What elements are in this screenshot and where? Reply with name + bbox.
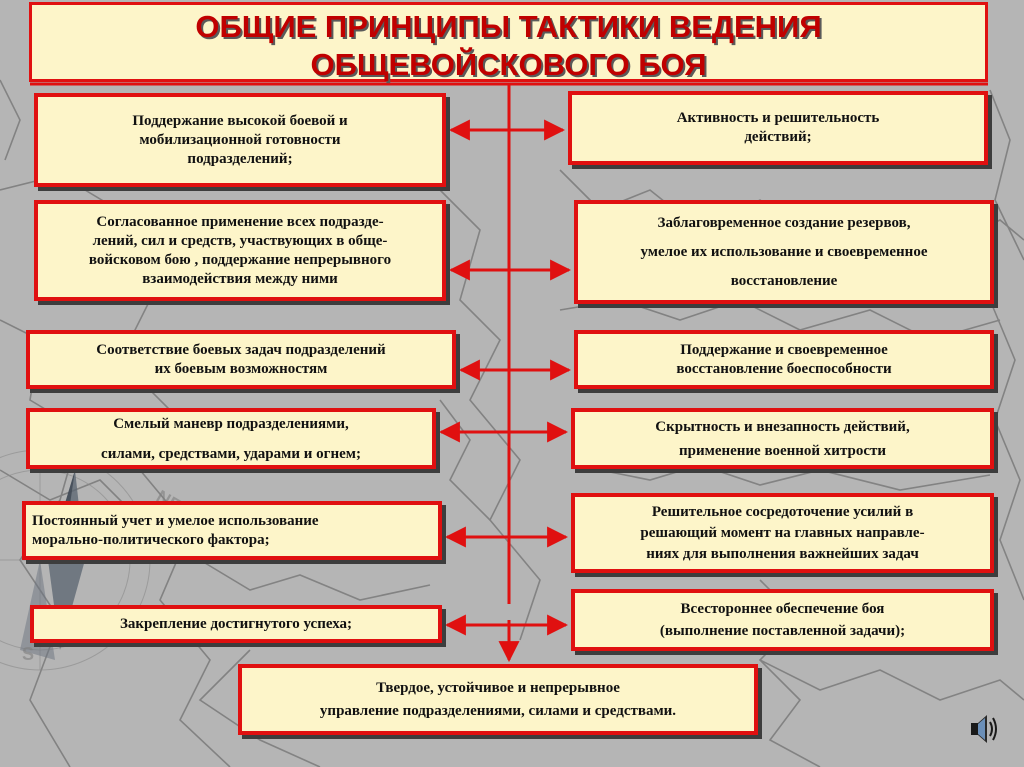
principle-box-right-4: Скрытность и внезапность действий, приме… (571, 408, 994, 469)
box-line: Всестороннее обеспечение боя (680, 601, 885, 617)
principle-box-left-3: Соответствие боевых задач подразделений … (26, 330, 456, 389)
box-line: Заблаговременное создание резервов, (657, 214, 911, 231)
box-line: взаимодействия между ними (142, 270, 338, 287)
principle-box-left-6: Закрепление достигнутого успеха; (30, 605, 442, 643)
svg-text:S: S (22, 644, 34, 664)
box-line: войсковом бою , поддержание непрерывного (88, 251, 392, 268)
principle-box-right-1: Активность и решительность действий; (568, 91, 988, 165)
box-line: Согласованное применение всех подразде- (96, 213, 384, 230)
box-line: мобилизационной готовности (139, 131, 341, 148)
speaker-icon[interactable] (968, 710, 998, 748)
title-line-1: ОБЩИЕ ПРИНЦИПЫ ТАКТИКИ ВЕДЕНИЯ (195, 9, 822, 44)
box-line: ниях для выполнения важнейших задач (646, 545, 919, 562)
principle-box-left-2: Согласованное применение всех подразде- … (34, 200, 446, 301)
box-line: Решительное сосредоточение усилий в (651, 503, 914, 520)
box-line: лений, сил и средств, участвующих в обще… (92, 232, 388, 249)
box-line: умелое их использование и своевременное (640, 243, 928, 260)
box-line: Твердое, устойчивое и непрерывное (376, 679, 620, 696)
box-line: (выполнение поставленной задачи); (659, 623, 906, 639)
box-line: решающий момент на главных направле- (640, 524, 925, 541)
box-line: Постоянный учет и умелое использование (32, 512, 319, 529)
box-line: применение военной хитрости (678, 442, 887, 459)
box-line: управление подразделениями, силами и сре… (319, 702, 677, 719)
box-line: их боевым возможностям (154, 360, 328, 377)
box-line: Соответствие боевых задач подразделений (96, 341, 386, 358)
box-line: морально-политического фактора; (32, 531, 270, 548)
box-line: Поддержание и своевременное (680, 341, 888, 358)
box-line: действий; (744, 129, 812, 145)
box-line: Поддержание высокой боевой и (132, 112, 348, 129)
principle-box-right-2: Заблаговременное создание резервов, умел… (574, 200, 994, 304)
box-line: восстановление боеспособности (676, 360, 892, 377)
principle-box-left-5: Постоянный учет и умелое использование м… (22, 501, 442, 560)
box-line: Активность и решительность (676, 110, 880, 126)
title-box: ОБЩИЕ ПРИНЦИПЫ ТАКТИКИ ВЕДЕНИЯ ОБЩЕВОЙСК… (29, 2, 988, 82)
box-line: силами, средствами, ударами и огнем; (101, 445, 361, 462)
principle-box-left-4: Смелый маневр подразделениями, силами, с… (26, 408, 436, 469)
title-line-2: ОБЩЕВОЙСКОВОГО БОЯ (310, 47, 707, 82)
box-line: Скрытность и внезапность действий, (655, 418, 910, 435)
principle-box-right-5: Решительное сосредоточение усилий в реша… (571, 493, 994, 573)
box-line: Смелый маневр подразделениями, (113, 415, 349, 432)
box-line: подразделений; (187, 150, 293, 167)
principle-box-left-1: Поддержание высокой боевой и мобилизацио… (34, 93, 446, 187)
principle-box-right-6: Всестороннее обеспечение боя (выполнение… (571, 589, 994, 651)
principle-box-right-3: Поддержание и своевременное восстановлен… (574, 330, 994, 389)
box-line: восстановление (730, 272, 838, 289)
principle-box-bottom: Твердое, устойчивое и непрерывное управл… (238, 664, 758, 735)
box-line: Закрепление достигнутого успеха; (119, 615, 353, 632)
